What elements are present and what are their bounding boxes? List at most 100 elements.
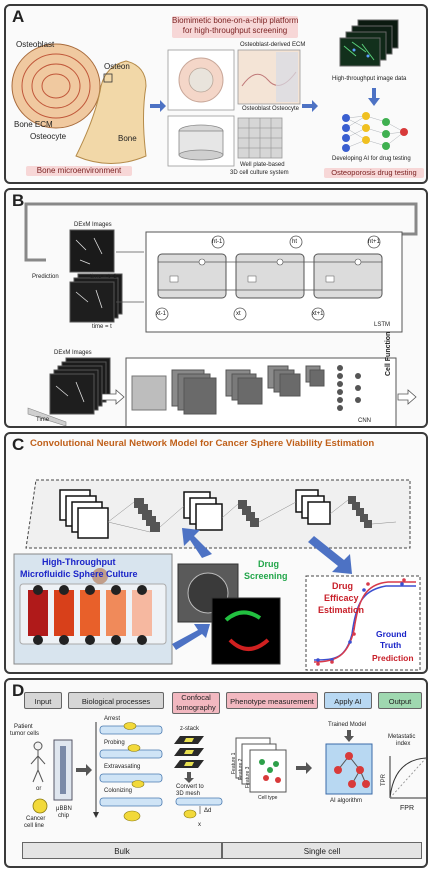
prediction-feedback-loop bbox=[24, 202, 418, 262]
cnn-layers bbox=[131, 365, 325, 415]
label-ground-1: Ground bbox=[376, 629, 407, 639]
cnn-blocks bbox=[59, 489, 372, 539]
label-fpr: FPR bbox=[400, 805, 414, 812]
culture-grid bbox=[238, 118, 282, 158]
label-h1: ht bbox=[292, 239, 298, 245]
label-time-t: time = t bbox=[92, 324, 112, 330]
cnn-connections bbox=[107, 499, 397, 533]
label-osteocyte-2: Osteocyte bbox=[272, 106, 300, 112]
bone-microenvironment-label: Bone microenvironment bbox=[26, 166, 132, 176]
label-cell-function: Cell Function bbox=[385, 331, 392, 376]
label-tpr: TPR bbox=[381, 774, 387, 786]
dexm-image-t1 bbox=[69, 229, 115, 273]
label-well-plate-2: 3D cell culture system bbox=[230, 170, 289, 176]
arrow-down-a bbox=[368, 88, 380, 106]
platform-title-line1: Biomimetic bone-on-a-chip platform bbox=[172, 16, 299, 25]
label-osteon: Osteon bbox=[104, 62, 130, 71]
image-data-stack bbox=[339, 19, 399, 67]
panel-b-artwork bbox=[24, 202, 418, 426]
label-drug: Drug bbox=[258, 559, 279, 569]
panel-c-title: Convolutional Neural Network Model for C… bbox=[30, 438, 375, 449]
panel-b: B bbox=[4, 188, 428, 428]
platform-title-line2: for high-throughput screening bbox=[182, 26, 288, 35]
label-efficacy-2: Efficacy bbox=[324, 593, 359, 603]
label-cancer-1: Cancer bbox=[26, 816, 46, 822]
panel-a-label: A bbox=[12, 7, 25, 26]
arrow-a2 bbox=[302, 100, 318, 112]
label-cell-type: Cell type bbox=[258, 795, 278, 801]
label-feature-3: Feature 3 bbox=[245, 766, 251, 788]
label-cnn: CNN bbox=[358, 418, 371, 424]
label-ubbn-1: μBBN bbox=[56, 806, 72, 812]
header-apply-ai: Apply AI bbox=[324, 692, 372, 709]
efficacy-chart-frame bbox=[305, 575, 421, 671]
header-confocal: Confocal tomography bbox=[172, 692, 220, 714]
cnn-output-neurons bbox=[337, 365, 361, 411]
label-ai-algorithm: AI algorithm bbox=[330, 798, 363, 804]
label-prediction: Prediction bbox=[32, 274, 59, 280]
label-metastatic-1: Metastatic bbox=[388, 734, 416, 740]
label-ecm: Osteoblast-derived ECM bbox=[240, 42, 306, 48]
arrow-up-c bbox=[182, 528, 212, 558]
label-ubbn-2: chip bbox=[58, 813, 70, 819]
label-time-t1: time = t+1 bbox=[90, 274, 117, 280]
label-metastatic-2: index bbox=[396, 741, 411, 747]
label-cancer-2: cell line bbox=[24, 823, 45, 829]
label-convert-1: Convert to bbox=[176, 784, 204, 790]
platform-title: Biomimetic bone-on-a-chip platform for h… bbox=[172, 16, 298, 38]
neural-network-icon bbox=[342, 112, 408, 152]
label-screening: Screening bbox=[244, 571, 288, 581]
cnn-box bbox=[125, 357, 397, 426]
bone-tissue-circle bbox=[11, 43, 101, 129]
label-trained-model: Trained Model bbox=[328, 722, 367, 728]
panel-c-label: C bbox=[12, 435, 25, 454]
arrow-down-c bbox=[308, 536, 352, 574]
label-h0: ht-1 bbox=[212, 239, 223, 245]
bone-shape bbox=[75, 60, 147, 164]
label-image-data: High-throughput image data bbox=[332, 76, 407, 82]
label-lstm: LSTM bbox=[374, 322, 391, 328]
panel-c: C Convolutional Neural Network Model for… bbox=[4, 432, 428, 674]
header-confocal-line1: Confocal bbox=[181, 693, 211, 702]
osteon-zoom-box bbox=[103, 73, 113, 83]
arrow-a1 bbox=[150, 100, 166, 112]
label-efficacy-3: Estimation bbox=[318, 605, 365, 615]
sphere-highlight bbox=[92, 568, 108, 584]
header-input: Input bbox=[24, 692, 62, 709]
osteon-rings bbox=[21, 53, 91, 119]
cnn-output-arrow bbox=[397, 389, 417, 405]
label-ground-2: Truth bbox=[380, 640, 402, 650]
label-dexm-1: DExM Images bbox=[74, 222, 112, 228]
time-arrow bbox=[27, 407, 67, 426]
label-probing: Probing bbox=[104, 740, 125, 746]
label-htp-2: Microfluidic Sphere Culture bbox=[20, 569, 138, 579]
panel-a-artwork bbox=[11, 19, 408, 167]
label-patient-2: tumor cells bbox=[10, 731, 40, 737]
footer-bulk: Bulk bbox=[22, 842, 222, 859]
header-biological-processes: Biological processes bbox=[68, 692, 164, 709]
label-htp-1: High-Throughput bbox=[42, 557, 116, 567]
panel-a: A bbox=[4, 4, 428, 184]
panel-c-artwork bbox=[13, 479, 421, 671]
prediction-points bbox=[316, 578, 406, 666]
label-osteoblast: Osteoblast bbox=[16, 40, 55, 49]
label-convert-2: 3D mesh bbox=[176, 791, 201, 797]
cnn-input-arrow bbox=[101, 389, 125, 405]
label-arrest: Arrest bbox=[104, 716, 121, 722]
label-bone: Bone bbox=[118, 134, 137, 143]
header-confocal-line2: tomography bbox=[176, 703, 216, 712]
label-osteoblast-2: Osteoblast bbox=[242, 106, 271, 112]
label-zstack: z-stack bbox=[180, 726, 200, 732]
label-x0: xt-1 bbox=[156, 311, 167, 317]
panel-d-label: D bbox=[12, 681, 25, 700]
lstm-io-nodes bbox=[155, 235, 381, 321]
label-h2: ht+1 bbox=[368, 239, 380, 245]
culture-channels bbox=[28, 590, 152, 636]
label-prediction-c: Prediction bbox=[372, 653, 414, 663]
label-delta-d: Δd bbox=[204, 808, 212, 814]
label-bone-ecm: Bone ECM bbox=[14, 120, 53, 129]
label-colonizing: Colonizing bbox=[104, 788, 133, 794]
culture-wells bbox=[33, 585, 147, 645]
label-well-plate-1: Well plate-based bbox=[240, 162, 285, 168]
footer-single-cell: Single cell bbox=[222, 842, 422, 859]
